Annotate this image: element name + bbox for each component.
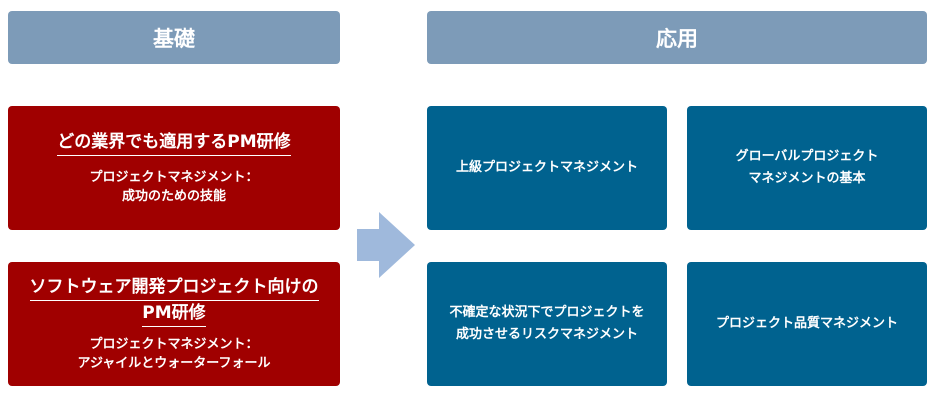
applied-course-box: グローバルプロジェクト マネジメントの基本 [687,106,927,230]
basic-course-subtitle: プロジェクトマネジメント： アジャイルとウォーターフォール [77,335,270,373]
basic-course-title: どの業界でも適用するPM研修 [57,130,291,156]
applied-course-line: 不確定な状況下でプロジェクトを [449,305,645,320]
basic-course-subtitle: プロジェクトマネジメント： 成功のための技能 [89,168,258,206]
header-basic-label: 基礎 [153,26,195,51]
applied-course-line: 上級プロジェクトマネジメント [455,160,638,175]
subtitle-line: プロジェクトマネジメント： [89,337,259,352]
title-line: PM研修 [142,301,206,327]
applied-course-line: グローバルプロジェクト [735,149,879,164]
title-line: どの業界でも適用するPM研修 [57,130,291,156]
applied-course-box: プロジェクト品質マネジメント [687,262,927,386]
basic-course-box: ソフトウェア開発プロジェクト向けの PM研修 プロジェクトマネジメント： アジャ… [8,262,340,386]
subtitle-line: アジャイルとウォーターフォール [77,356,271,371]
header-basic: 基礎 [8,11,340,64]
applied-course-line: マネジメントの基本 [748,171,866,186]
right-arrow-icon [357,212,415,278]
applied-course-box: 上級プロジェクトマネジメント [427,106,667,230]
applied-course-line: プロジェクト品質マネジメント [715,316,898,331]
header-applied-label: 応用 [656,26,698,51]
subtitle-line: 成功のための技能 [121,189,226,204]
basic-course-box: どの業界でも適用するPM研修 プロジェクトマネジメント： 成功のための技能 [8,106,340,230]
header-applied: 応用 [427,11,927,64]
title-line: ソフトウェア開発プロジェクト向けの [29,275,319,301]
basic-course-title: ソフトウェア開発プロジェクト向けの PM研修 [29,275,319,327]
subtitle-line: プロジェクトマネジメント： [89,170,259,185]
applied-course-box: 不確定な状況下でプロジェクトを 成功させるリスクマネジメント [427,262,667,386]
applied-course-line: 成功させるリスクマネジメント [455,327,638,342]
